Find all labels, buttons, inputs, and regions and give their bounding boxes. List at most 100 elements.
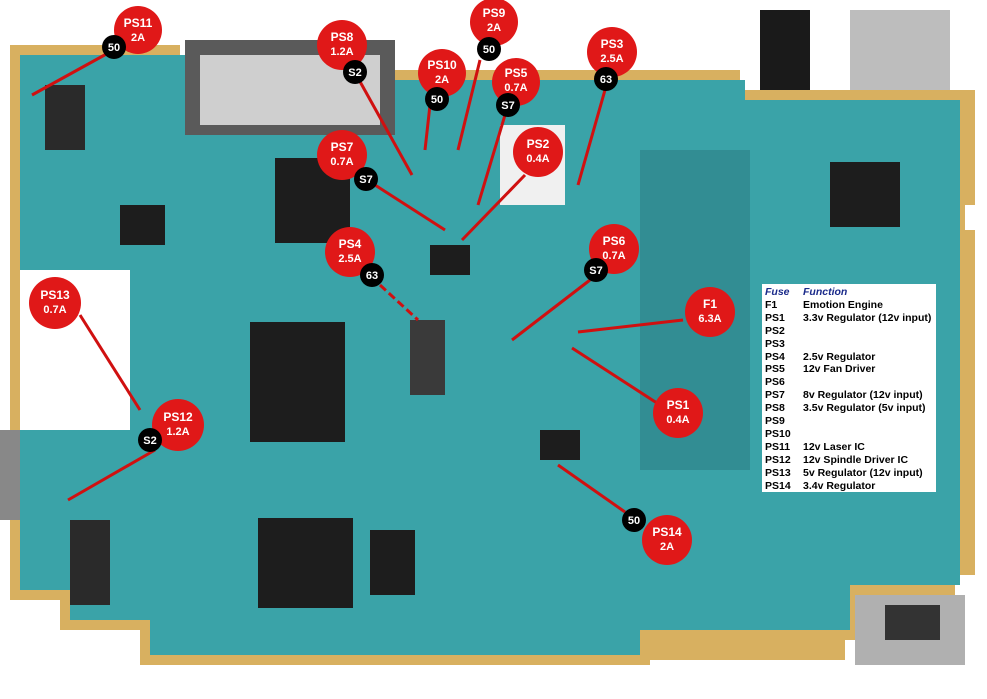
circuit-board [0,10,975,665]
marker-ps9-code: 50 [483,44,495,56]
arrow-ps13 [78,314,142,411]
marker-ps3-id: PS3 [601,37,624,51]
marker-f1-id: F1 [703,297,717,311]
marker-f1: F1 6.3A [685,287,735,337]
marker-ps9-rating: 2A [487,22,501,34]
legend-fuse: PS8 [765,402,785,415]
marker-ps12-code: S2 [143,435,156,447]
arrow-ps9 [456,59,482,151]
legend-fuse: PS13 [765,466,791,479]
legend-fuse: PS6 [765,376,785,389]
marker-ps5-rating: 0.7A [504,82,527,94]
legend-row: PS10 [765,428,936,441]
pointer-arrows [31,50,684,514]
marker-ps3: PS3 2.5A 63 [587,27,637,91]
legend-row: PS13 5v Regulator (12v input) [765,467,936,480]
legend-row: PS6 [765,376,936,389]
legend-header-function: Function [803,286,848,298]
marker-ps14: PS14 2A 50 [622,508,692,565]
marker-ps3-rating: 2.5A [600,53,623,65]
marker-ps4: PS4 2.5A 63 [325,227,384,287]
legend-row: PS11 12v Laser IC [765,441,936,454]
marker-ps9-id: PS9 [483,6,506,20]
legend-fuse: PS7 [765,389,785,402]
marker-ps1: PS1 0.4A [653,388,703,438]
marker-ps13-id: PS13 [40,288,70,302]
marker-ps6-code: S7 [589,265,602,277]
marker-ps10-id: PS10 [427,58,457,72]
marker-ps4-id: PS4 [339,237,362,251]
legend-row: PS3 [765,338,936,351]
arrow-ps14 [557,463,626,514]
marker-ps1-id: PS1 [667,398,690,412]
legend-row: PS7 8v Regulator (12v input) [765,389,936,402]
marker-ps8-rating: 1.2A [330,46,353,58]
marker-ps6-rating: 0.7A [602,250,625,262]
legend-fuse: PS10 [765,427,791,440]
legend-fuse: PS1 [765,311,785,324]
legend-row: PS9 [765,415,936,428]
legend-function: 3.4v Regulator [803,479,876,492]
marker-ps8-code: S2 [348,67,361,79]
marker-ps7: PS7 0.7A S7 [317,130,378,191]
marker-ps2-rating: 0.4A [526,153,549,165]
marker-ps4-code: 63 [366,270,378,282]
marker-ps10: PS10 2A 50 [418,49,466,111]
marker-ps7-id: PS7 [331,140,354,154]
arrow-ps2 [460,173,527,242]
arrow-ps7 [374,183,446,232]
legend-function: 8v Regulator (12v input) [803,389,923,402]
arrow-ps12 [67,448,156,502]
marker-ps2-id: PS2 [527,137,550,151]
legend-fuse: PS3 [765,337,785,350]
marker-ps10-code: 50 [431,94,443,106]
legend-function: 3.3v Regulator (12v input) [803,311,932,324]
arrow-ps3 [576,89,607,186]
marker-ps2: PS2 0.4A [513,127,563,177]
legend-row: PS14 3.4v Regulator [765,480,936,493]
arrow-ps4 [378,283,420,322]
marker-ps6: PS6 0.7A S7 [584,224,639,282]
marker-ps11: PS11 2A 50 [102,6,162,59]
arrow-ps8 [356,77,414,176]
legend-function: 2.5v Regulator [803,350,876,363]
legend-function: 5v Regulator (12v input) [803,466,923,479]
marker-ps5: PS5 0.7A S7 [492,58,540,117]
arrow-ps1 [571,346,661,407]
marker-ps4-rating: 2.5A [338,253,361,265]
marker-ps12-id: PS12 [163,410,193,424]
legend-row: PS8 3.5v Regulator (5v input) [765,402,936,415]
legend-function: 3.5v Regulator (5v input) [803,402,926,415]
marker-ps14-id: PS14 [652,525,682,539]
marker-ps14-code: 50 [628,515,640,527]
marker-ps7-code: S7 [359,174,372,186]
legend-header-fuse: Fuse [765,286,790,298]
legend-function: 12v Spindle Driver IC [803,453,909,466]
marker-ps13: PS13 0.7A [29,277,81,329]
marker-ps13-rating: 0.7A [43,304,66,316]
legend-fuse: PS12 [765,453,791,466]
legend-fuse: PS5 [765,363,785,376]
legend-function: 12v Fan Driver [803,363,876,376]
marker-ps10-rating: 2A [435,74,449,86]
legend-row: PS2 [765,325,936,338]
marker-ps11-id: PS11 [124,16,153,30]
legend-fuse: PS9 [765,415,785,428]
legend-fuse: PS11 [765,440,791,453]
legend-header: Fuse Function [765,286,936,299]
marker-f1-rating: 6.3A [698,313,721,325]
marker-ps9: PS9 2A 50 [470,0,518,61]
marker-ps12: PS12 1.2A S2 [138,399,204,452]
marker-ps11-rating: 2A [131,32,145,44]
legend-fuse: PS4 [765,350,785,363]
marker-ps11-code: 50 [108,42,120,54]
legend-fuse: PS14 [765,479,791,492]
legend-row: PS4 2.5v Regulator [765,351,936,364]
legend-function: 12v Laser IC [803,440,865,453]
marker-ps5-code: S7 [501,100,514,112]
marker-ps8: PS8 1.2A S2 [317,20,367,84]
legend-fuse: F1 [765,298,778,311]
marker-ps7-rating: 0.7A [330,156,353,168]
